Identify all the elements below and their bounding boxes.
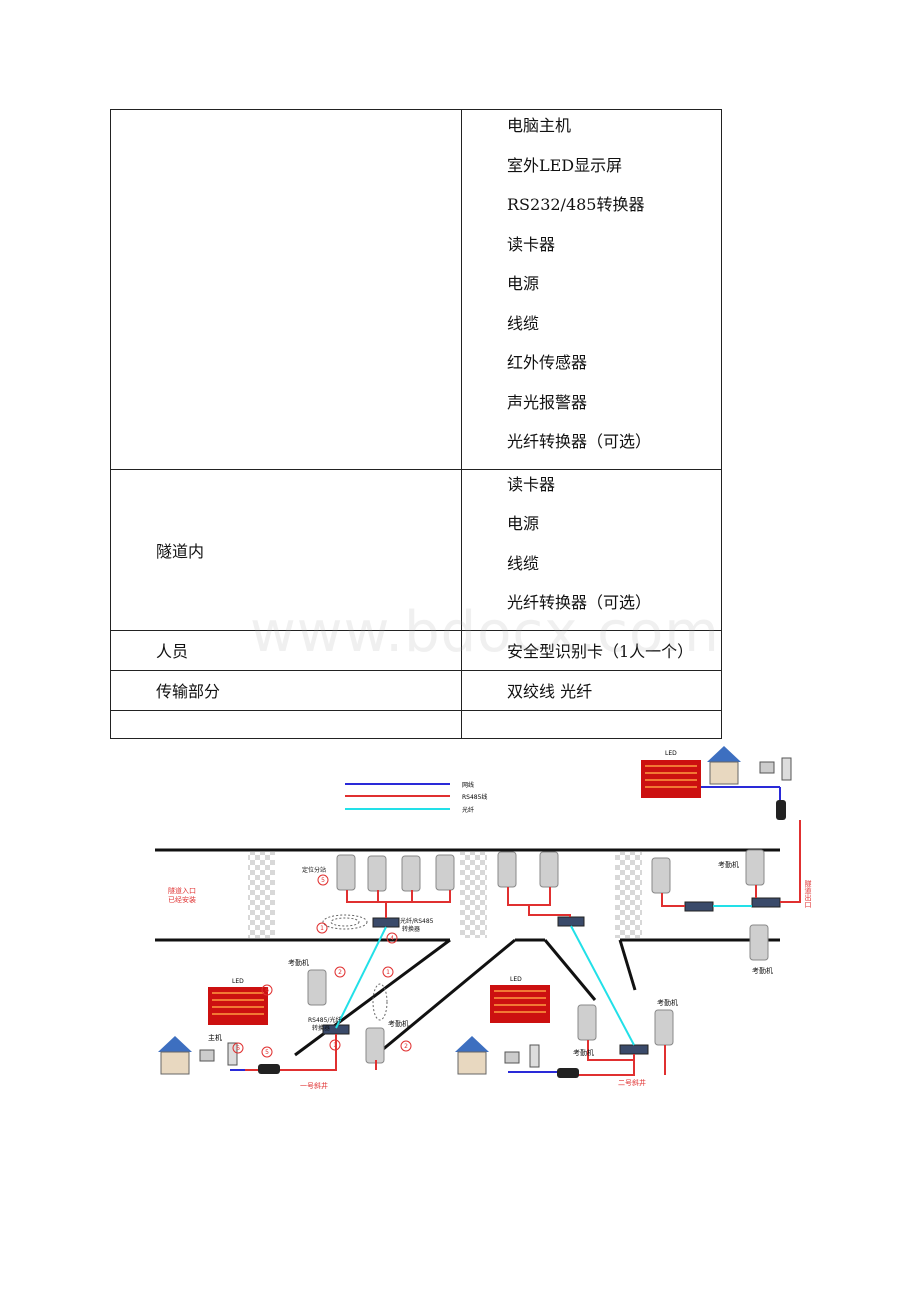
list-item: 光纤转换器（可选）	[507, 432, 652, 451]
marker-text: 5	[265, 1049, 269, 1056]
shaft1-label: 一号斜井	[300, 1081, 328, 1090]
signal-waves	[322, 914, 388, 1021]
led-board-3: LED	[641, 750, 701, 798]
reader-icon	[497, 851, 517, 888]
row3-label: 人员	[156, 642, 189, 661]
converter-icon	[372, 917, 400, 928]
led-board-2: LED	[490, 976, 550, 1023]
reader-icon	[435, 854, 455, 891]
led-label: LED	[510, 976, 522, 983]
diagram-labels: 隧道入口 已经安装 定位分站 光纤/RS485 转换器 RS485/光纤 转换器…	[168, 860, 812, 1090]
reader-icon	[336, 854, 356, 891]
marker-text: 1	[320, 925, 324, 932]
legend-rs485: RS485线	[462, 793, 487, 801]
list-item: 电脑主机	[507, 116, 572, 135]
reader-devices	[307, 849, 769, 1064]
reader-icon	[749, 924, 769, 961]
list-item: 电源	[507, 514, 540, 533]
fiber-converter-label: 光纤/RS485	[400, 917, 434, 925]
list-item: 读卡器	[507, 474, 556, 494]
position-split-label: 定位分站	[302, 866, 326, 874]
row4-value: 双绞线 光纤	[507, 682, 593, 701]
led-board-1: LED	[208, 978, 268, 1025]
converter-icon	[684, 901, 714, 912]
converter-icon	[619, 1044, 649, 1055]
attendance-label: 考勤机	[752, 966, 773, 975]
legend-network: 网线	[462, 781, 474, 789]
row4-label: 传输部分	[156, 682, 221, 701]
tunnel-exit-label: 隧道出口	[804, 879, 812, 908]
watermark: www.bdocx.com	[250, 600, 720, 665]
control-house-2	[455, 1036, 540, 1075]
list-item: 线缆	[507, 313, 540, 333]
attendance-label: 考勤机	[718, 860, 739, 869]
marker-text: 4	[390, 935, 394, 942]
marker-numbers: 5 1 4 2 1 1 2 6 6 5	[236, 877, 408, 1056]
row2-item-list: 读卡器 电源 线缆 光纤转换器（可选）	[462, 470, 721, 630]
reader-icon	[745, 849, 765, 886]
reader-icon	[577, 1004, 597, 1041]
marker-text: 2	[404, 1043, 408, 1050]
attendance-label: 考勤机	[388, 1019, 409, 1028]
list-item: 声光报警器	[507, 392, 588, 412]
converter-icon	[557, 916, 585, 927]
control-house-3	[707, 746, 792, 785]
converter-sub-label: 转换器	[312, 1024, 330, 1032]
tunnel-network-diagram: 网线 RS485线 光纤	[155, 746, 812, 1090]
list-item: 线缆	[507, 553, 540, 573]
converter-sub-label: 转换器	[402, 925, 420, 933]
reader-icon	[367, 855, 387, 892]
attendance-label: 考勤机	[573, 1048, 594, 1057]
rs485-fiber-label: RS485/光纤	[308, 1016, 341, 1024]
reader-icon	[365, 1027, 385, 1064]
row1-items-cell: 电脑主机 室外LED显示屏 RS232/485转换器 读卡器 电源 线缆 红外传…	[461, 109, 722, 470]
reader-icon	[539, 851, 559, 888]
led-label: LED	[232, 978, 244, 985]
marker-text: 6	[265, 987, 269, 994]
reader-icon	[654, 1009, 674, 1046]
list-item: RS232/485转换器	[507, 195, 645, 214]
list-item: 红外传感器	[507, 353, 588, 372]
attendance-label: 考勤机	[657, 998, 678, 1007]
cable-lines	[230, 786, 801, 1076]
list-item: 电源	[507, 274, 540, 293]
row1-label	[110, 109, 462, 470]
converter-icon	[751, 897, 781, 908]
fiber-couplers	[258, 800, 786, 1078]
marker-text: 2	[338, 969, 342, 976]
reader-icon	[401, 855, 421, 892]
shaft2-label: 二号斜井	[618, 1078, 646, 1087]
row3-value: 安全型识别卡（1人一个）	[507, 642, 694, 661]
host-label: 主机	[208, 1033, 222, 1042]
legend-fiber: 光纤	[462, 806, 474, 814]
list-item: 读卡器	[507, 234, 556, 254]
numbered-markers	[232, 874, 412, 1058]
checker-zone	[615, 852, 642, 938]
diagram-legend: 网线 RS485线 光纤	[345, 781, 487, 814]
marker-text: 1	[386, 969, 390, 976]
row2-items-cell: 读卡器 电源 线缆 光纤转换器（可选）	[461, 468, 722, 631]
tunnel-entrance-label: 隧道入口	[168, 886, 196, 895]
marker-text: 1	[333, 1042, 337, 1049]
marker-text: 6	[236, 1045, 240, 1052]
list-item: 室外LED显示屏	[507, 155, 623, 175]
equipment-table: 电脑主机 室外LED显示屏 RS232/485转换器 读卡器 电源 线缆 红外传…	[110, 109, 722, 739]
reader-icon	[651, 857, 671, 894]
row1-item-list: 电脑主机 室外LED显示屏 RS232/485转换器 读卡器 电源 线缆 红外传…	[462, 110, 721, 469]
list-item: 光纤转换器（可选）	[507, 593, 652, 612]
checker-zone	[460, 852, 487, 938]
attendance-label: 考勤机	[288, 958, 309, 967]
led-label: LED	[665, 750, 677, 757]
tunnel-entrance-sub: 已经安装	[168, 895, 196, 904]
reader-icon	[307, 969, 327, 1006]
checker-zone	[248, 852, 275, 938]
marker-text: 5	[321, 877, 325, 884]
control-house-1: 主机	[158, 1033, 238, 1075]
